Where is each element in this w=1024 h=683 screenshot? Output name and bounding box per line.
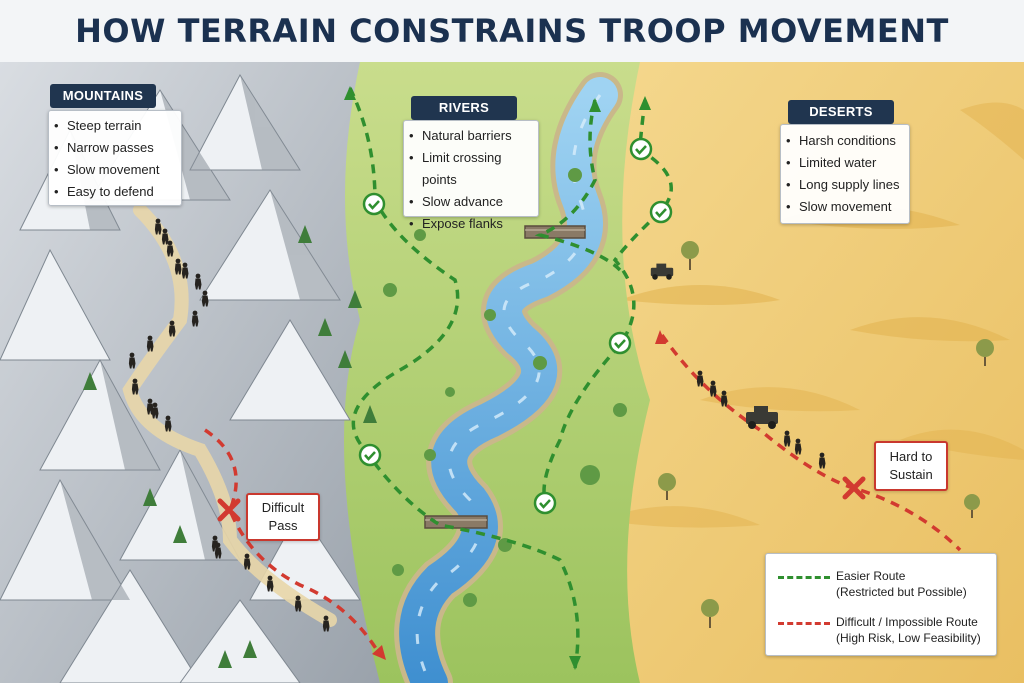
mountains-item: Slow movement bbox=[49, 159, 181, 181]
soldier-icon bbox=[164, 415, 172, 432]
rivers-item: Expose flanks bbox=[404, 213, 538, 235]
x-mark-icon bbox=[217, 498, 241, 522]
red-route-mountain bbox=[204, 428, 382, 656]
deserts-item: Limited water bbox=[781, 152, 909, 174]
deserts-item: Long supply lines bbox=[781, 174, 909, 196]
deserts-list: Harsh conditions Limited water Long supp… bbox=[781, 130, 909, 218]
hard-to-sustain-callout: Hard to Sustain bbox=[874, 441, 948, 491]
mountains-panel-box: Steep terrain Narrow passes Slow movemen… bbox=[48, 110, 182, 206]
check-circle-icon bbox=[362, 192, 386, 216]
soldier-icon bbox=[243, 553, 251, 570]
legend-easier-text: Easier Route (Restricted but Possible) bbox=[836, 568, 967, 600]
red-route-desert bbox=[660, 334, 962, 552]
x-mark-icon bbox=[842, 476, 866, 500]
arrowhead-red-desert bbox=[655, 330, 666, 344]
page-title: HOW TERRAIN CONSTRAINS TROOP MOVEMENT bbox=[0, 0, 1024, 62]
legend: Easier Route (Restricted but Possible) D… bbox=[765, 553, 997, 656]
soldier-icon bbox=[154, 218, 162, 235]
soldier-icon bbox=[131, 378, 139, 395]
arrowhead-green-left bbox=[344, 86, 356, 100]
soldier-icon bbox=[294, 595, 302, 612]
arrowhead-red-mountain bbox=[372, 645, 386, 660]
difficult-pass-callout: Difficult Pass bbox=[246, 493, 320, 541]
legend-easier-line bbox=[778, 576, 830, 579]
soldier-icon bbox=[174, 258, 182, 275]
rivers-panel-box: Natural barriers Limit crossing points S… bbox=[403, 120, 539, 235]
soldier-icon bbox=[181, 262, 189, 279]
rivers-header: RIVERS bbox=[411, 96, 517, 120]
checkmarks bbox=[358, 137, 673, 515]
arrowhead-green-center bbox=[589, 98, 601, 112]
soldier-icon bbox=[266, 575, 274, 592]
bridge-lower bbox=[424, 515, 488, 529]
soldier-icon bbox=[696, 370, 704, 387]
soldier-icon bbox=[191, 310, 199, 327]
check-circle-icon bbox=[533, 491, 557, 515]
check-circle-icon bbox=[358, 443, 382, 467]
soldier-icon bbox=[783, 430, 791, 447]
river bbox=[394, 72, 623, 683]
soldier-icon bbox=[720, 390, 728, 407]
legend-difficult-subtitle: (High Risk, Low Feasibility) bbox=[836, 631, 981, 645]
check-circle-icon bbox=[629, 137, 653, 161]
soldier-icon bbox=[214, 542, 222, 559]
legend-easier-subtitle: (Restricted but Possible) bbox=[836, 585, 967, 599]
legend-difficult-title: Difficult / Impossible Route bbox=[836, 615, 978, 629]
legend-easier-title: Easier Route bbox=[836, 569, 906, 583]
legend-difficult-line bbox=[778, 622, 830, 625]
soldier-icon bbox=[128, 352, 136, 369]
hard-to-sustain-label: Hard to Sustain bbox=[889, 449, 933, 482]
deserts-item: Harsh conditions bbox=[781, 130, 909, 152]
soldier-icon bbox=[166, 240, 174, 257]
soldier-icon bbox=[146, 398, 154, 415]
rivers-list: Natural barriers Limit crossing points S… bbox=[404, 125, 538, 235]
deserts-item: Slow movement bbox=[781, 196, 909, 218]
soldier-icon bbox=[818, 452, 826, 469]
military-vehicle-icon bbox=[650, 263, 674, 280]
soldier-icon bbox=[161, 228, 169, 245]
soldier-icon bbox=[794, 438, 802, 455]
check-circle-icon bbox=[649, 200, 673, 224]
rivers-item: Limit crossing points bbox=[404, 147, 538, 191]
check-circle-icon bbox=[608, 331, 632, 355]
legend-difficult-text: Difficult / Impossible Route (High Risk,… bbox=[836, 614, 981, 646]
arrowhead-green-right bbox=[639, 96, 651, 110]
deserts-panel-box: Harsh conditions Limited water Long supp… bbox=[780, 124, 910, 224]
green-route-center bbox=[534, 99, 622, 272]
arrowhead-green-bottom bbox=[569, 656, 581, 670]
soldier-icon bbox=[201, 290, 209, 307]
mountains-header: MOUNTAINS bbox=[50, 84, 156, 108]
mountains-item: Steep terrain bbox=[49, 115, 181, 137]
difficult-pass-label: Difficult Pass bbox=[261, 500, 305, 533]
rivers-item: Slow advance bbox=[404, 191, 538, 213]
mountains-item: Narrow passes bbox=[49, 137, 181, 159]
soldier-icon bbox=[194, 273, 202, 290]
military-vehicle-icon bbox=[746, 406, 778, 429]
soldier-icon bbox=[146, 335, 154, 352]
soldier-icon bbox=[709, 380, 717, 397]
rivers-item: Natural barriers bbox=[404, 125, 538, 147]
mountains-item: Easy to defend bbox=[49, 181, 181, 203]
soldier-icon bbox=[322, 615, 330, 632]
soldier-icon bbox=[168, 320, 176, 337]
soldier-icon bbox=[151, 402, 159, 419]
deserts-header: DESERTS bbox=[788, 100, 894, 124]
mountains-list: Steep terrain Narrow passes Slow movemen… bbox=[49, 115, 181, 203]
soldiers bbox=[128, 218, 826, 632]
